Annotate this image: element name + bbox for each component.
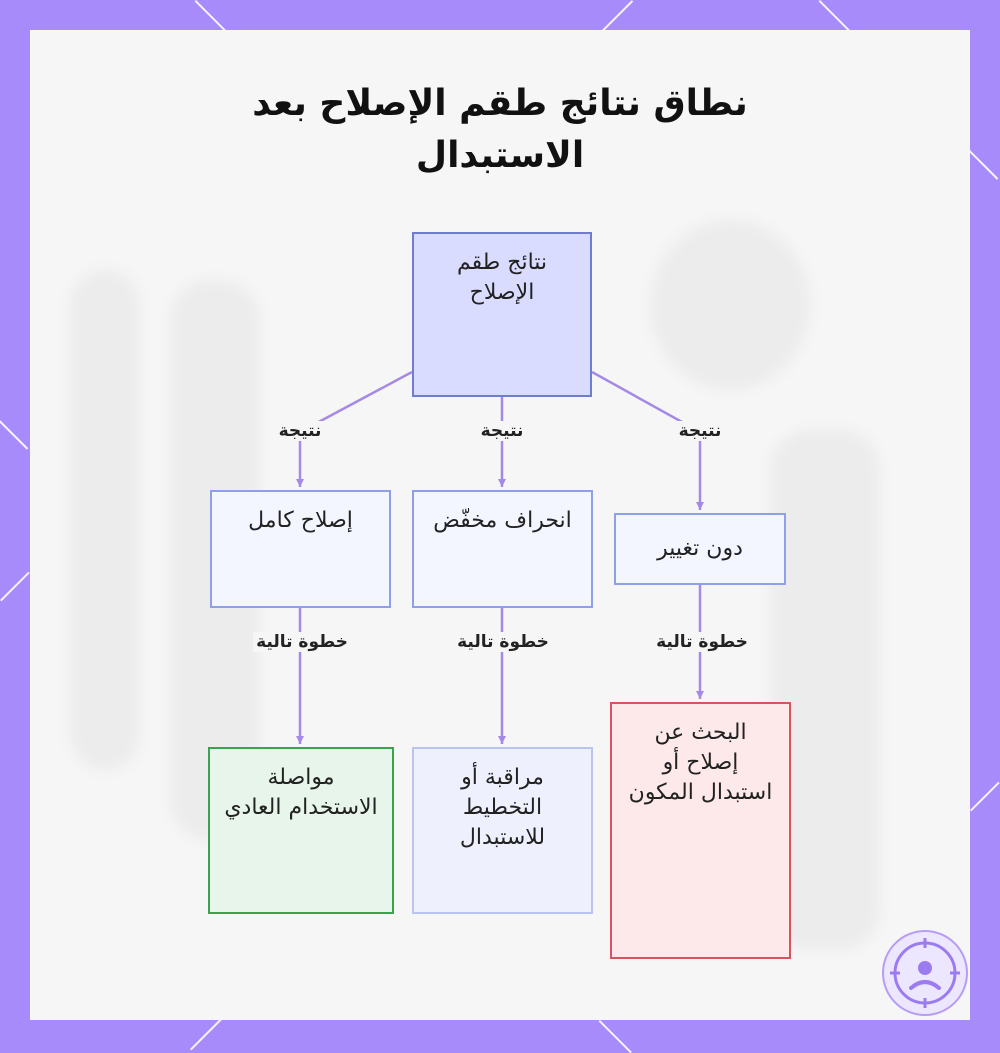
diagram-title: نطاق نتائج طقم الإصلاح بعد الاستبدال xyxy=(252,83,748,176)
node-no-change: دون تغيير xyxy=(614,513,786,585)
node-label: إصلاح كامل xyxy=(248,508,353,533)
edge-label-next-step: خطوة تالية xyxy=(653,632,751,652)
node-full-repair: إصلاح كامل xyxy=(210,490,391,608)
node-label: البحث عن إصلاح أو استبدال المكون xyxy=(628,720,773,805)
node-repair-kit-results: نتائج طقم الإصلاح xyxy=(412,232,592,397)
node-label: دون تغيير xyxy=(657,536,743,561)
node-label: مواصلة الاستخدام العادي xyxy=(224,765,378,820)
edge-label-next-step: خطوة تالية xyxy=(253,632,351,652)
node-seek-repair-or-replace-component: البحث عن إصلاح أو استبدال المكون xyxy=(610,702,791,959)
edge-label-result: نتيجة xyxy=(477,421,527,441)
diagram-card xyxy=(30,30,970,1020)
target-person-icon xyxy=(882,930,968,1016)
node-label: نتائج طقم الإصلاح xyxy=(456,250,548,305)
background-decoration xyxy=(70,270,140,770)
edge-label-result: نتيجة xyxy=(275,421,325,441)
node-label: مراقبة أو التخطيط للاستبدال xyxy=(459,765,546,850)
edge-root-to-mid-left xyxy=(591,370,704,510)
node-continue-normal-use: مواصلة الاستخدام العادي xyxy=(208,747,394,914)
background-decoration xyxy=(650,220,810,390)
node-monitor-or-plan-replacement: مراقبة أو التخطيط للاستبدال xyxy=(412,747,593,914)
edge-label-result: نتيجة xyxy=(675,421,725,441)
node-label: انحراف مخفّض xyxy=(433,508,572,533)
edge-label-next-step: خطوة تالية xyxy=(454,632,552,652)
node-reduced-deviation: انحراف مخفّض xyxy=(412,490,593,608)
